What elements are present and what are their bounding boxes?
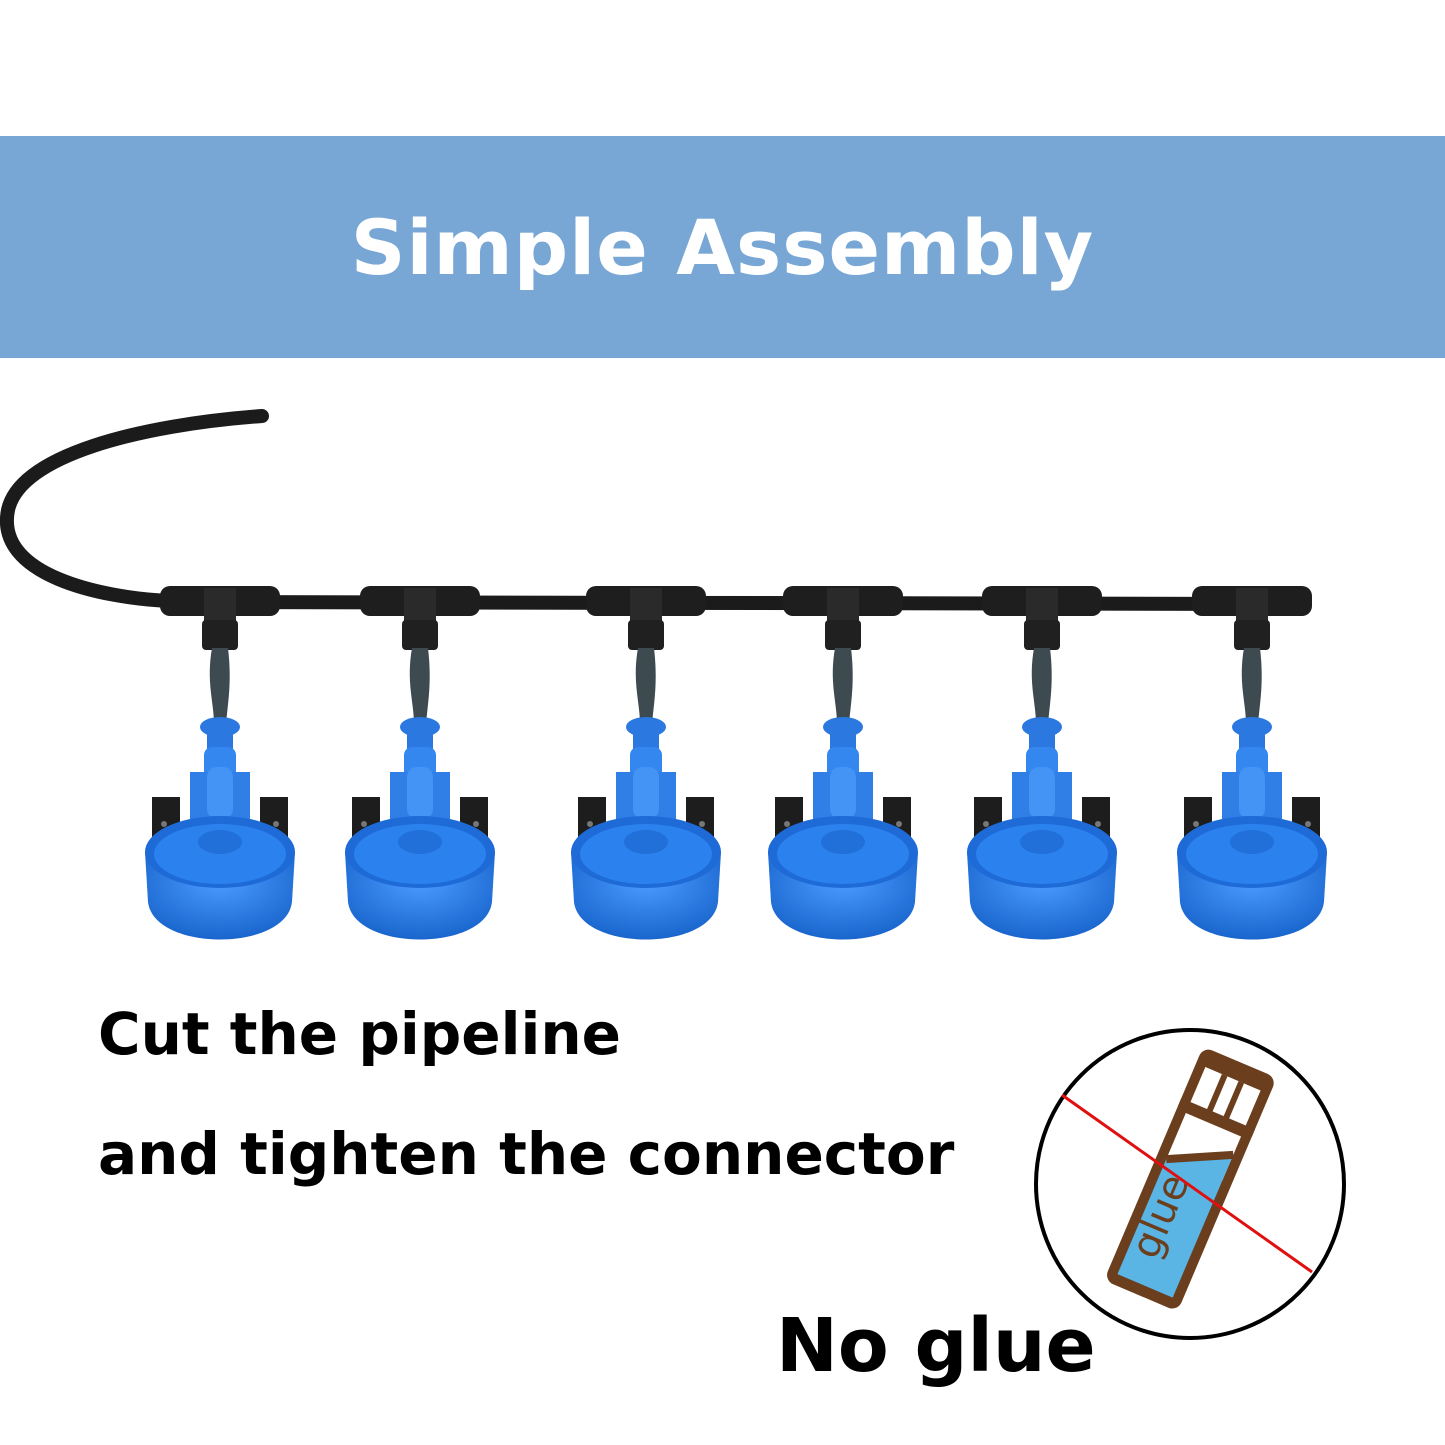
instruction-line-1: Cut the pipeline: [98, 1000, 621, 1068]
main-pipeline: [164, 595, 1304, 611]
drinking-cup-3: [571, 586, 721, 940]
water-hose: [0, 409, 269, 608]
no-glue-caption: No glue: [776, 1303, 1096, 1389]
title-banner: Simple Assembly: [0, 136, 1445, 358]
page-title: Simple Assembly: [350, 202, 1095, 292]
drinking-cup-2: [345, 586, 495, 940]
drinking-cup-6: [1177, 586, 1327, 940]
drinking-cup-4: [768, 586, 918, 940]
drinking-cup-5: [967, 586, 1117, 940]
instruction-line-2: and tighten the connector: [98, 1120, 955, 1188]
no-glue-icon: glue: [1034, 1028, 1346, 1340]
drinking-cup-1: [145, 586, 295, 940]
